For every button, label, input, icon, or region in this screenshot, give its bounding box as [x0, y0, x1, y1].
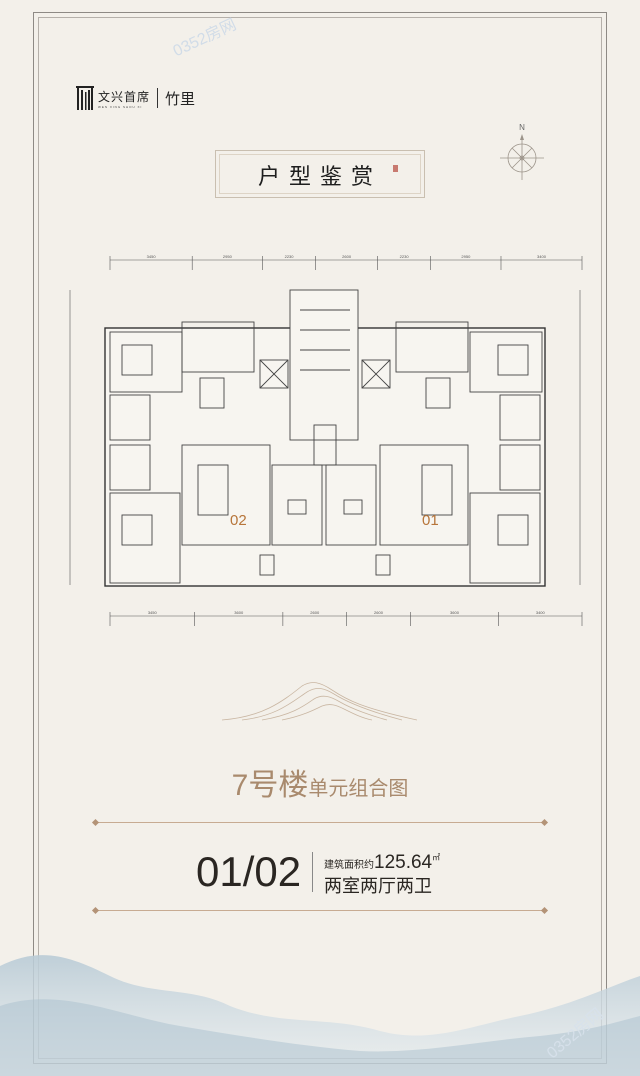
- brand-logo: 文兴首席 WEN XING SHOU XI 竹里: [76, 86, 195, 110]
- area-label: 建筑面积约: [324, 860, 374, 871]
- hills-ornament: [222, 682, 417, 721]
- dimension-label: 2950: [223, 254, 233, 259]
- building-heading: 7号楼单元组合图: [0, 760, 640, 804]
- section-title-box: 户型鉴赏: [215, 150, 425, 198]
- unit-label-01: 01: [422, 512, 439, 529]
- project-name: 竹里: [165, 89, 196, 108]
- dimension-label: 3600: [450, 610, 460, 615]
- dimension-label: 2600: [374, 610, 384, 615]
- area-unit: ㎡: [432, 853, 441, 862]
- watercolor-mountains: [0, 955, 640, 1076]
- dimension-label: 2600: [310, 610, 320, 615]
- unit-layout: 两室两厅两卫: [324, 876, 432, 896]
- brand-name: 文兴首席: [98, 89, 151, 104]
- dimension-label: 3600: [234, 610, 244, 615]
- dimension-label: 2600: [342, 254, 352, 259]
- dimension-label: 3400: [536, 610, 546, 615]
- unit-label-02: 02: [230, 512, 247, 529]
- section-title: 户型鉴赏: [257, 165, 382, 190]
- dimension-label: 3400: [537, 254, 547, 259]
- logo-mark-icon: [76, 86, 94, 110]
- dimension-label: 2230: [400, 254, 410, 259]
- unit-divider: [312, 852, 313, 892]
- floor-plan: 3450 2950 2230 2600 2230 2950 3400 3450 3600 260…: [69, 254, 583, 626]
- seal-stamp: [393, 165, 398, 172]
- building-number: 7号楼: [231, 769, 309, 802]
- compass-icon: N: [500, 123, 544, 180]
- dimension-label: 2950: [461, 254, 471, 259]
- logo-divider: [157, 88, 159, 108]
- dimension-label: 3450: [148, 610, 158, 615]
- unit-info: 建筑面积约125.64㎡ 两室两厅两卫: [324, 852, 440, 898]
- dimension-label: 3450: [147, 254, 157, 259]
- dimension-label: 2230: [285, 254, 295, 259]
- compass-north-label: N: [519, 123, 525, 132]
- building-subtitle: 单元组合图: [308, 778, 409, 800]
- divider-top: [95, 822, 545, 823]
- divider-bottom: [95, 910, 545, 911]
- brand-name-en: WEN XING SHOU XI: [98, 104, 143, 109]
- area-value: 125.64: [374, 852, 433, 873]
- unit-code: 01/02: [196, 848, 302, 895]
